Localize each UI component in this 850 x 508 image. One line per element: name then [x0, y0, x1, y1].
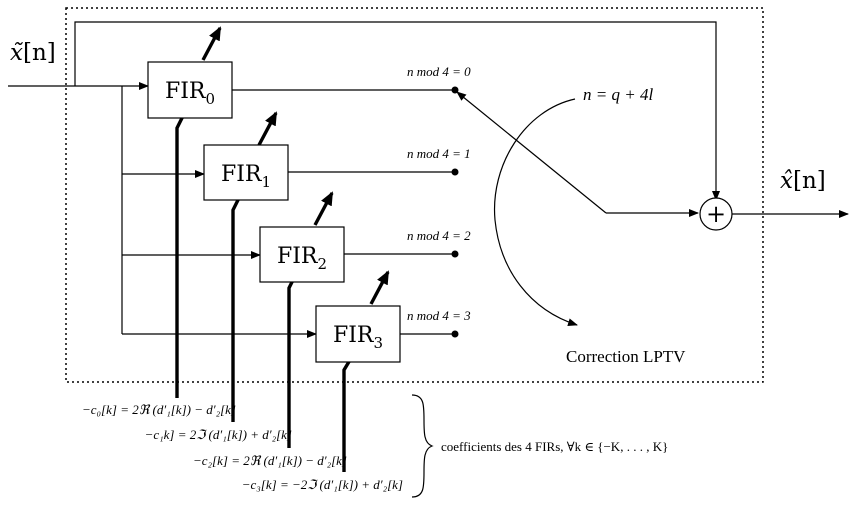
- svg-text:FIR2: FIR2: [277, 244, 327, 273]
- equation-1: −c₁k] = 2ℑ (d′₁[k]) + d′₂[k]: [145, 427, 292, 442]
- switch-contact-2: [451, 250, 459, 258]
- block-label: Correction LPTV: [566, 347, 686, 366]
- fir-block-1: FIR1: [203, 144, 289, 201]
- input-signal-label: x̃[n]: [10, 40, 56, 66]
- switch-relation-label: n = q + 4l: [583, 85, 653, 104]
- switch-arm: [456, 91, 607, 214]
- fir-block-2: FIR2: [259, 226, 345, 283]
- mod-label-3: n mod 4 = 3: [407, 308, 471, 323]
- rotation-arc: [493, 98, 578, 327]
- adapt-arrow-0: [201, 26, 222, 61]
- mod-label-0: n mod 4 = 0: [407, 64, 471, 79]
- coeff-line-0: [175, 115, 185, 398]
- equation-0: −c₀[k] = 2ℜ (d′₁[k]) − d′₂[k]: [82, 402, 236, 417]
- adapt-arrow-3: [369, 270, 390, 305]
- adapt-arrow-1: [257, 111, 278, 146]
- mod-label-2: n mod 4 = 2: [407, 228, 471, 243]
- equation-3: −c₃[k] = −2ℑ (d′₁[k]) + d′₂[k]: [242, 477, 403, 492]
- adapt-arrow-2: [313, 191, 334, 226]
- switch-contact-3: [451, 330, 459, 338]
- bypass-path: [74, 21, 720, 201]
- fir-block-0: FIR0: [147, 61, 233, 119]
- svg-text:FIR3: FIR3: [333, 323, 383, 352]
- brace-annotation: coefficients des 4 FIRs, ∀k ∈ {−K, . . .…: [441, 439, 668, 454]
- curly-brace: [411, 394, 434, 498]
- switch-contact-1: [451, 168, 459, 176]
- output-signal-label: x̂[n]: [780, 168, 826, 194]
- coeff-line-1: [231, 197, 241, 422]
- fir-block-3: FIR3: [315, 305, 401, 363]
- equation-2: −c₂[k] = 2ℜ (d′₁[k]) − d′₂[k]: [193, 453, 347, 468]
- lptv-block-border: [65, 7, 764, 383]
- coeff-line-2: [287, 275, 297, 448]
- adder-symbol: +: [706, 200, 726, 228]
- svg-text:FIR1: FIR1: [221, 162, 271, 191]
- svg-text:FIR0: FIR0: [165, 79, 215, 108]
- coeff-line-3: [342, 359, 352, 472]
- mod-label-1: n mod 4 = 1: [407, 146, 471, 161]
